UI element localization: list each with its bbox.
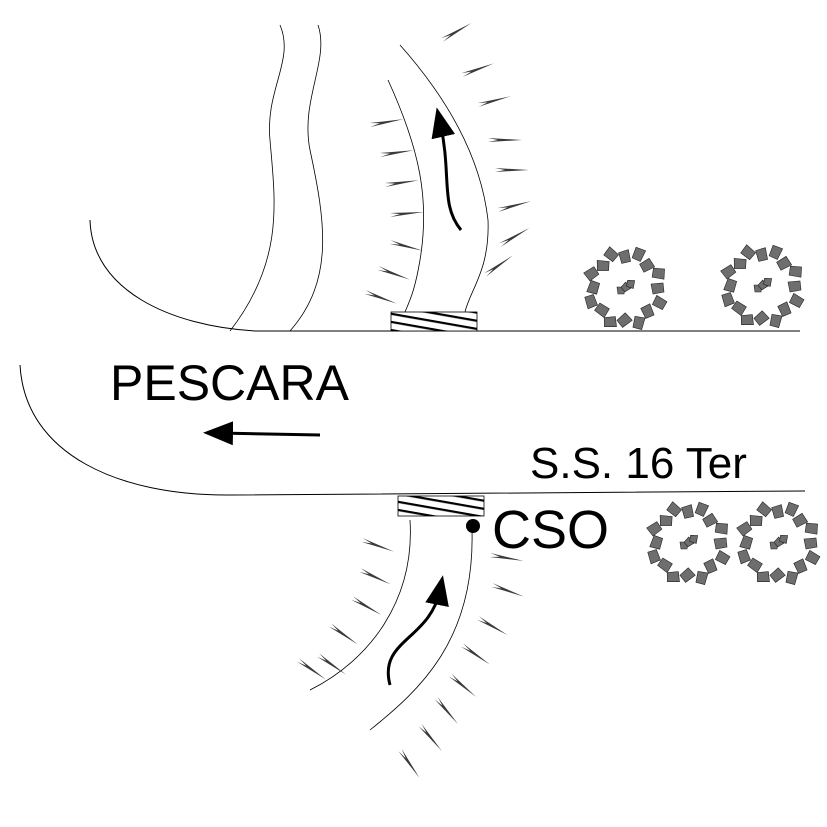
bank-spike: [418, 723, 442, 752]
bank-spike: [389, 240, 423, 251]
bank-spike: [379, 150, 414, 157]
bank-spike: [384, 180, 419, 187]
embankment-hatching: [296, 23, 531, 778]
bank-spike: [477, 96, 511, 107]
bank-spike: [488, 138, 522, 142]
bush-icon: [583, 246, 668, 330]
vegetation: [583, 244, 821, 585]
bush-icon: [720, 244, 805, 328]
flow-arrow-north: [431, 107, 463, 231]
bank-spike: [441, 23, 472, 42]
bush-icon: [736, 501, 821, 585]
stream-line: [229, 24, 285, 332]
stream-line: [289, 24, 324, 332]
bank-spike: [398, 748, 420, 778]
road-top-edge: [89, 219, 800, 332]
bank-spike: [351, 596, 382, 615]
road-bottom-edge: [19, 364, 806, 496]
bank-spike: [359, 568, 391, 585]
bank-spike: [377, 266, 410, 280]
bank-spike: [460, 643, 490, 665]
channel-edge: [387, 79, 425, 313]
culvert-north: [390, 311, 478, 332]
cso-label: CSO: [492, 500, 609, 560]
bank-spike: [361, 538, 394, 552]
cso-point-marker: [466, 519, 480, 533]
culvert-south: [397, 495, 485, 517]
flow-arrow-south: [386, 575, 449, 686]
bank-spike: [483, 255, 513, 277]
bank-spike: [491, 583, 524, 597]
channel-edge: [399, 44, 489, 313]
bank-spike: [328, 623, 358, 645]
bank-spike: [434, 696, 458, 725]
bank-spike: [364, 290, 397, 304]
bank-spike: [316, 653, 346, 675]
bank-spike: [296, 658, 326, 680]
city-label: PESCARA: [110, 355, 350, 411]
bank-spike: [448, 673, 477, 697]
direction-arrow-west: [203, 421, 321, 446]
bank-spike: [461, 63, 494, 77]
road-label: S.S. 16 Ter: [530, 439, 747, 488]
bank-spike: [389, 212, 424, 217]
channel-edge: [369, 529, 473, 731]
bank-spike: [495, 168, 529, 172]
bank-spike: [477, 616, 508, 635]
bank-spike: [489, 553, 524, 561]
bush-icon: [646, 501, 731, 585]
channel-edge: [309, 519, 411, 691]
bank-spike: [499, 228, 530, 247]
bank-spike: [369, 119, 404, 127]
bank-spike: [497, 201, 531, 212]
